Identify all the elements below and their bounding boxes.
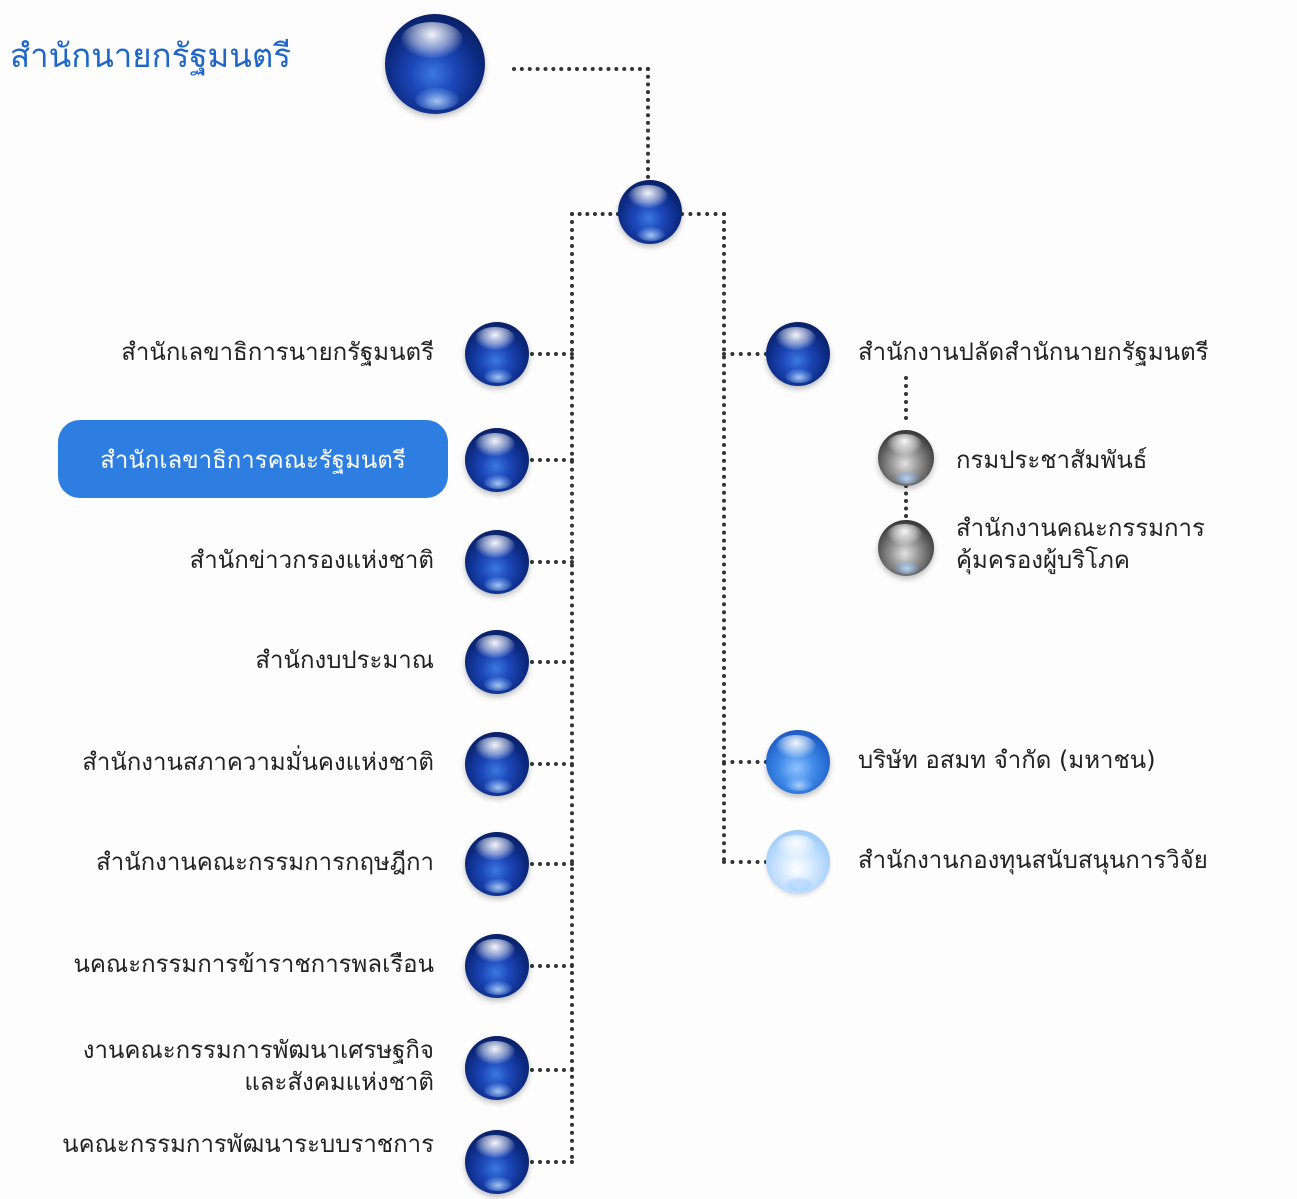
sphere-icon <box>465 1036 529 1100</box>
connector-hub-right-h <box>680 212 726 216</box>
sphere-icon <box>766 730 830 794</box>
sphere-icon <box>465 428 529 492</box>
list-item: สำนักเลขาธิการนายกรัฐมนตรี <box>121 338 434 366</box>
connector-left-3 <box>530 560 574 564</box>
connector-left-7 <box>530 964 574 968</box>
connector-title-to-hub-h <box>512 67 650 71</box>
sphere-icon <box>465 832 529 896</box>
connector-left-8 <box>530 1068 574 1072</box>
list-item: สำนักงานสภาความมั่นคงแห่งชาติ <box>82 748 434 776</box>
sphere-icon <box>878 520 934 576</box>
connector-hub-left-h <box>570 212 620 216</box>
sphere-icon <box>766 322 830 386</box>
sphere-icon <box>465 630 529 694</box>
connector-left-6 <box>530 862 574 866</box>
page-title: สำนักนายกรัฐมนตรี <box>10 36 292 75</box>
connector-left-trunk <box>570 212 574 1160</box>
sphere-icon <box>618 180 682 244</box>
sphere-icon <box>385 14 485 114</box>
connector-sub-2 <box>904 484 908 518</box>
connector-left-1 <box>530 352 574 356</box>
list-item-main: สำนักงานปลัดสำนักนายกรัฐมนตรี <box>858 338 1209 366</box>
sub-list-item: สำนักงานคณะกรรมการ คุ้มครองผู้บริโภค <box>956 514 1205 574</box>
sphere-icon <box>878 430 934 486</box>
connector-sub-1 <box>904 376 908 420</box>
sphere-icon <box>465 934 529 998</box>
list-item: งานคณะกรรมการพัฒนาเศรษฐกิจ และสังคมแห่งช… <box>82 1036 434 1096</box>
sphere-icon <box>766 830 830 894</box>
connector-right-trf <box>722 860 768 864</box>
list-item: นคณะกรรมการพัฒนาระบบราชการ <box>62 1130 434 1158</box>
connector-left-4 <box>530 660 574 664</box>
list-item: สำนักงบประมาณ <box>255 646 434 674</box>
sphere-icon <box>465 732 529 796</box>
highlight-badge <box>58 420 448 498</box>
connector-left-9 <box>530 1160 574 1164</box>
connector-right-main <box>722 352 768 356</box>
list-item: นคณะกรรมการข้าราชการพลเรือน <box>73 950 434 978</box>
sphere-icon <box>465 1130 529 1194</box>
sphere-icon <box>465 322 529 386</box>
connector-title-to-hub-v <box>646 67 650 179</box>
connector-right-trunk <box>722 212 726 862</box>
connector-right-mcot <box>722 760 768 764</box>
list-item: สำนักงานกองทุนสนับสนุนการวิจัย <box>858 846 1208 874</box>
connector-left-2 <box>530 458 574 462</box>
connector-left-5 <box>530 762 574 766</box>
list-item: สำนักข่าวกรองแห่งชาติ <box>189 546 434 574</box>
list-item-highlighted: สำนักเลขาธิการคณะรัฐมนตรี <box>100 445 406 474</box>
list-item: สำนักงานคณะกรรมการกฤษฎีกา <box>96 848 434 876</box>
sub-list-item: กรมประชาสัมพันธ์ <box>956 446 1148 474</box>
list-item: บริษัท อสมท จำกัด (มหาชน) <box>858 746 1156 774</box>
sphere-icon <box>465 530 529 594</box>
